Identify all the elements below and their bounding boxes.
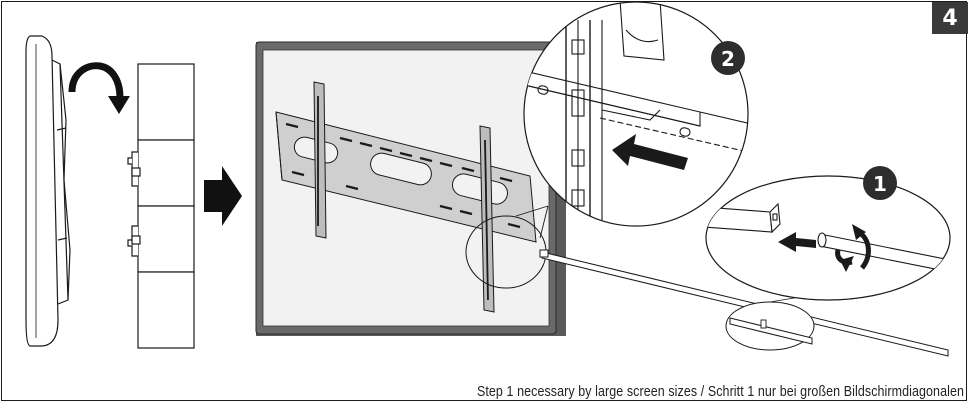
detail-circle-top bbox=[523, 1, 749, 227]
wall-plate-panels bbox=[127, 63, 195, 349]
callout-1-label: 1 bbox=[873, 172, 887, 196]
mounting-plate bbox=[275, 111, 537, 243]
vertical-arms bbox=[313, 81, 495, 313]
tv-side-view bbox=[25, 35, 71, 347]
step-number-badge: 4 bbox=[932, 2, 968, 34]
push-arrow-icon bbox=[612, 134, 688, 170]
extension-rod bbox=[539, 249, 949, 357]
detail-circle-right bbox=[705, 175, 951, 301]
callout-2: 2 bbox=[711, 41, 745, 75]
callout-2-label: 2 bbox=[721, 47, 735, 71]
callout-1: 1 bbox=[863, 166, 897, 200]
rotate-arrow-icon bbox=[68, 62, 130, 114]
caption-text: Step 1 necessary by large screen sizes /… bbox=[476, 384, 964, 400]
push-left-arrow-icon bbox=[778, 232, 816, 252]
right-arrow-icon bbox=[204, 166, 242, 226]
